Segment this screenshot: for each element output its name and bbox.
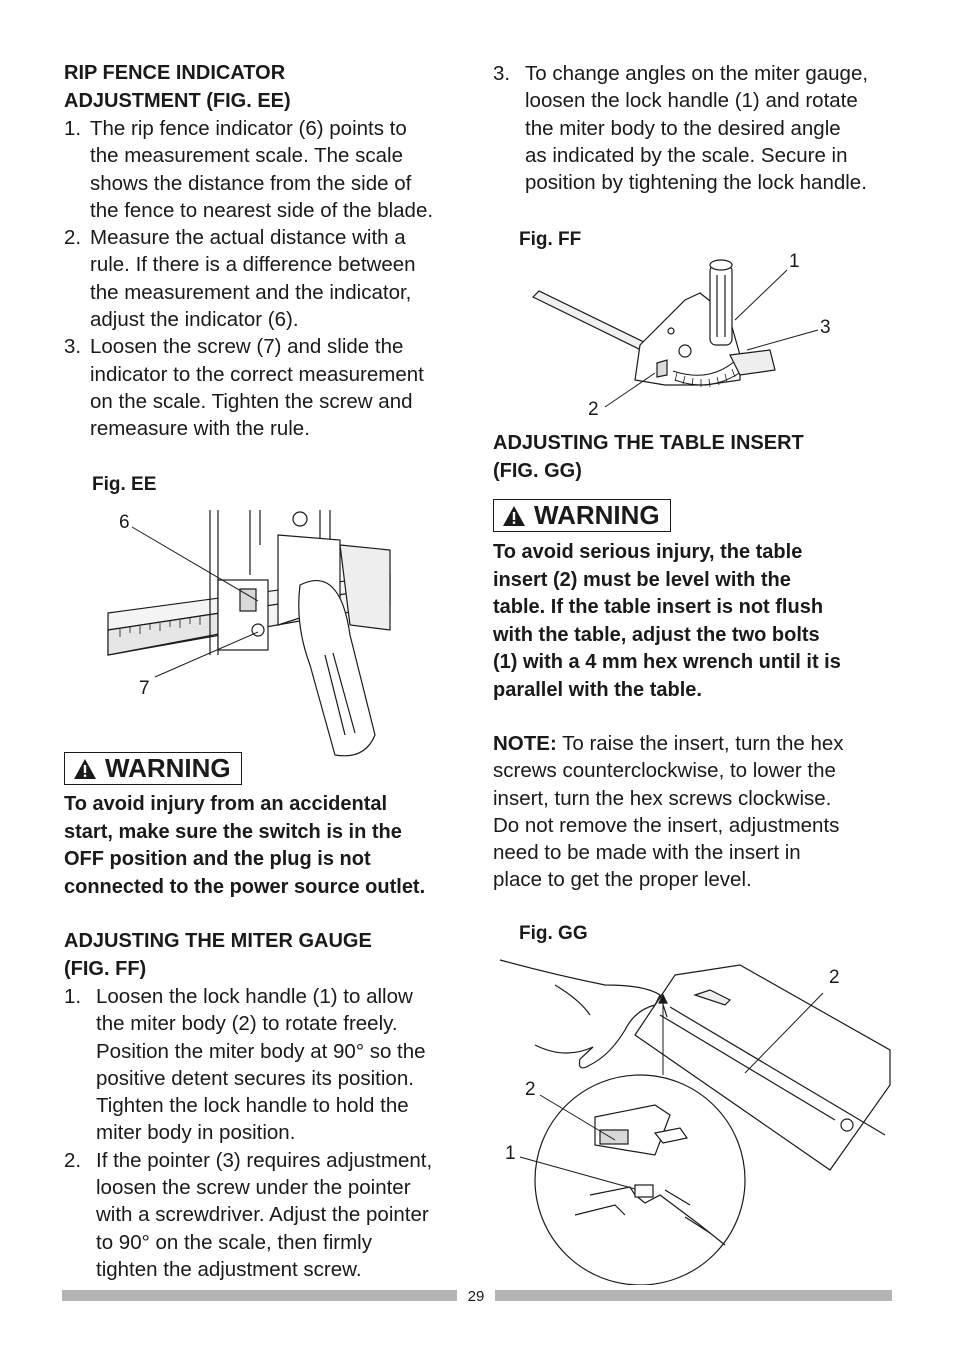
callout-ff-2: 2 [588,399,599,420]
fig-ff-label: Fig. FF [519,229,582,250]
warning-badge: WARNING [64,752,242,785]
rip-fence-steps: 1. The rip fence indicator (6) points to… [64,115,464,443]
callout-gg-2: 2 [525,1079,536,1100]
miter-step-3-list: 3. To change angles on the miter gauge, … [493,60,893,196]
rip-step-2: 2. Measure the actual distance with a ru… [64,226,416,332]
callout-ff-1: 1 [789,251,800,272]
callout-gg-2-top: 2 [829,967,840,988]
fig-gg-illustration: 2 2 1 [495,955,895,1286]
fig-gg-label: Fig. GG [519,923,588,944]
rip-fence-heading: RIP FENCE INDICATOR ADJUSTMENT (FIG. EE) [64,62,291,112]
rip-fence-diagram [107,510,391,757]
fig-ff-illustration: 1 3 2 [525,245,845,425]
right-column: 3. To change angles on the miter gauge, … [493,60,893,196]
warning-triangle-icon [74,758,96,779]
callout-gg-1: 1 [505,1143,516,1164]
callout-lines-ee [131,526,259,678]
page-number: 29 [467,1288,485,1305]
callout-6: 6 [119,512,130,533]
callout-lines-gg [519,992,824,1190]
miter-step-3: 3. To change angles on the miter gauge, … [493,62,869,195]
miter-gauge-heading: ADJUSTING THE MITER GAUGE [64,930,372,952]
miter-gauge-section: ADJUSTING THE MITER GAUGE (FIG. FF) 1. L… [64,928,464,1283]
warning-triangle-icon [503,505,525,526]
note-block: NOTE: To raise the insert, turn the hex … [493,732,844,892]
table-insert-heading: ADJUSTING THE TABLE INSERT (FIG. GG) [493,432,804,482]
note-label: NOTE: [493,732,557,755]
warning-box-right: WARNING [493,499,671,532]
miter-step-2: 2. If the pointer (3) requires adjustmen… [64,1148,433,1281]
warning-box-left: WARNING [64,752,242,785]
callout-lines-ff [604,269,819,408]
fig-ee-label: Fig. EE [92,474,157,495]
miter-step-1: 1. Loosen the lock handle (1) to allow t… [64,985,426,1145]
miter-steps: 1. Loosen the lock handle (1) to allow t… [64,983,464,1283]
warning-text-right: To avoid serious injury, the table inser… [493,541,841,701]
callout-ff-3: 3 [820,317,831,338]
warning-badge-right: WARNING [493,499,671,532]
left-column: RIP FENCE INDICATOR ADJUSTMENT (FIG. EE)… [64,60,464,443]
footer-bar-right [495,1290,892,1301]
miter-gauge-diagram [531,259,776,388]
rip-step-3: 3. Loosen the screw (7) and slide the in… [64,335,424,441]
rip-step-1: 1. The rip fence indicator (6) points to… [64,117,434,222]
warning-text-left: To avoid injury from an accidental start… [64,793,426,898]
callout-7: 7 [139,678,150,699]
footer-bar-left [62,1290,457,1301]
fig-ee-illustration: 6 7 [100,505,400,765]
